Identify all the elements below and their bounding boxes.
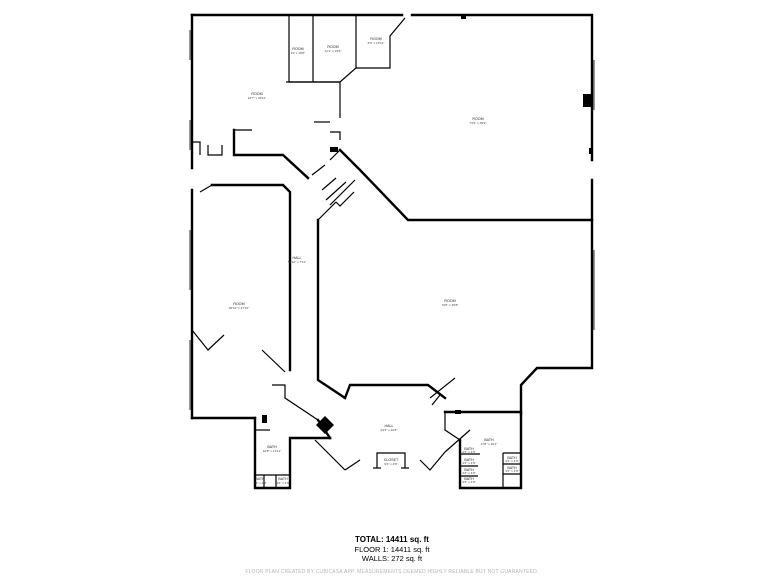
room-label: ROOM bbox=[251, 92, 262, 96]
room-label: ROOM bbox=[327, 45, 338, 49]
closet-dimensions: 6'4" x 4'8" bbox=[384, 462, 398, 466]
bath-dimensions: 10'8" x 13'11" bbox=[263, 449, 281, 453]
room-label: ROOM bbox=[233, 302, 244, 306]
room-dimensions: 8'3" x 16'11" bbox=[368, 41, 385, 45]
bath-label: BATH bbox=[255, 477, 265, 481]
room-dimensions: 10' x 19'8" bbox=[291, 51, 305, 55]
room-dimensions: 12'1" x 19'6" bbox=[325, 49, 342, 53]
bath-label: BATH bbox=[464, 468, 474, 472]
room-dimensions: 73'2" x 39'9" bbox=[470, 121, 487, 125]
total-area: TOTAL: 14411 sq. ft bbox=[355, 535, 429, 544]
bath-label: BATH bbox=[464, 447, 474, 451]
room-dimensions: 22'7" x 46'11" bbox=[248, 96, 266, 100]
room-dimensions: 36'10" x 47'10" bbox=[229, 306, 249, 310]
hall-dimensions: 56'10" x 7'11" bbox=[288, 260, 306, 264]
bath-dimensions: 4'3" x 4'9" bbox=[462, 471, 476, 475]
bath-label: BATH bbox=[464, 477, 474, 481]
bath-label: BATH bbox=[507, 456, 517, 460]
room-label: ROOM bbox=[370, 37, 381, 41]
hall-dimensions: 24'3" x 22'8" bbox=[381, 428, 398, 432]
room-label: ROOM bbox=[292, 47, 303, 51]
room-label: ROOM bbox=[472, 117, 483, 121]
windows bbox=[189, 30, 595, 410]
fixtures bbox=[262, 15, 592, 434]
bath-label: BATH bbox=[507, 466, 517, 470]
closet-label: CLOSET bbox=[384, 458, 399, 462]
bath-dimensions: 4'3" x 4'9" bbox=[462, 480, 476, 484]
walls bbox=[190, 13, 594, 490]
room-labels: ROOM 10' x 19'8" ROOM 12'1" x 19'6" ROOM… bbox=[229, 37, 519, 485]
walls-area: WALLS: 272 sq. ft bbox=[361, 554, 423, 563]
hall-label: HALL bbox=[385, 424, 394, 428]
room-dimensions: 79'6" x 45'8" bbox=[442, 303, 459, 307]
bath-dimensions: 4'3" x 4'9" bbox=[462, 461, 476, 465]
bath-label: BATH bbox=[278, 477, 288, 481]
hall-label: HALL bbox=[293, 256, 302, 260]
room-label: ROOM bbox=[444, 299, 455, 303]
bath-dimensions: 17'8" x 20'1" bbox=[481, 442, 498, 446]
disclaimer-text: FLOOR PLAN CREATED BY CUBICASA APP. MEAS… bbox=[245, 569, 539, 575]
floor-1-area: FLOOR 1: 14411 sq. ft bbox=[354, 545, 430, 554]
bath-label: BATH bbox=[267, 445, 277, 449]
bath-label: BATH bbox=[484, 438, 494, 442]
bath-dimensions: 4'3" x 4'9" bbox=[276, 481, 290, 485]
bath-dimensions: 4'3" x 4'9" bbox=[505, 469, 519, 473]
bath-label: BATH bbox=[464, 458, 474, 462]
bath-dimensions: 4'3" x 4'9" bbox=[253, 481, 267, 485]
bath-dimensions: 4'3" x 4'9" bbox=[462, 450, 476, 454]
bath-dimensions: 4'3" x 4'9" bbox=[505, 459, 519, 463]
